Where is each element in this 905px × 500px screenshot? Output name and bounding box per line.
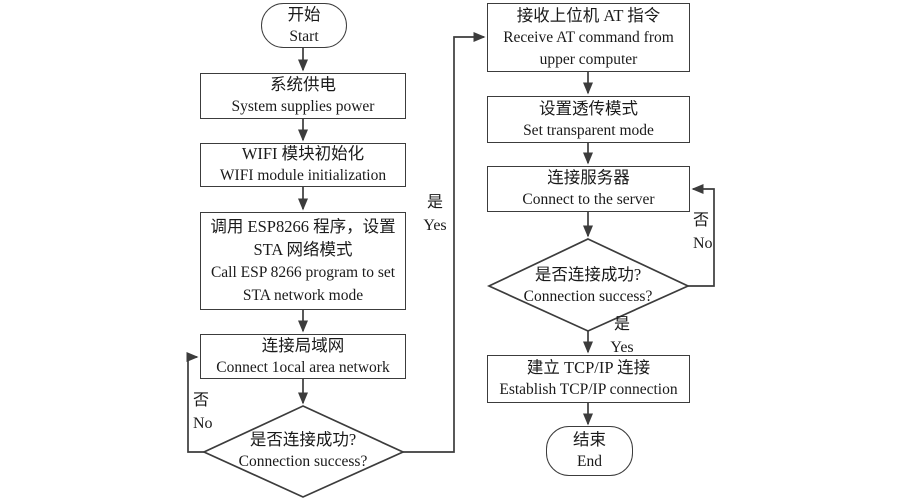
server-no-en: No bbox=[693, 235, 713, 252]
connect-lan-label-en: Connect 1ocal area network bbox=[216, 358, 390, 376]
esp-program-label-zh1: 调用 ESP8266 程序，设置 bbox=[210, 217, 396, 236]
esp-program-label-en1: Call ESP 8266 program to set bbox=[210, 264, 396, 281]
decision-lan-success-text: 是否连接成功? Connection success? bbox=[210, 427, 396, 475]
receive-at-label-en1: Receive AT command from bbox=[503, 28, 674, 46]
label-lan-no: 否 No bbox=[193, 389, 213, 435]
start-terminal: 开始 Start bbox=[261, 3, 347, 48]
lan-no-zh: 否 bbox=[193, 392, 210, 409]
end-label-zh: 结束 bbox=[573, 430, 606, 449]
server-success-label-zh: 是否连接成功? bbox=[534, 265, 642, 284]
esp-program-label-en2: STA network mode bbox=[242, 287, 364, 304]
receive-at-label-en2: upper computer bbox=[539, 50, 638, 68]
start-label-zh: 开始 bbox=[287, 4, 321, 24]
decision-server-success-shape bbox=[486, 238, 691, 332]
label-server-yes: 是 Yes bbox=[600, 313, 644, 359]
process-tcpip: 建立 TCP/IP 连接 Establish TCP/IP connection bbox=[487, 355, 690, 403]
start-label-en: Start bbox=[289, 27, 319, 45]
tcpip-label-en: Establish TCP/IP connection bbox=[499, 381, 678, 398]
lan-success-label-zh: 是否连接成功? bbox=[249, 430, 357, 449]
lan-yes-zh: 是 bbox=[426, 194, 443, 211]
lan-yes-en: Yes bbox=[423, 217, 447, 234]
process-transparent-mode: 设置透传模式 Set transparent mode bbox=[487, 96, 690, 143]
edge-lan-yes bbox=[403, 32, 486, 453]
process-connect-server: 连接服务器 Connect to the server bbox=[487, 166, 690, 212]
edge-server-no-loop bbox=[688, 184, 715, 287]
label-server-no: 否 No bbox=[693, 209, 713, 255]
edge-lan-no-loop bbox=[186, 352, 204, 453]
lan-success-label-en: Connection success? bbox=[238, 453, 368, 470]
esp-program-label-zh2: STA 网络模式 bbox=[253, 240, 353, 259]
label-lan-yes: 是 Yes bbox=[413, 191, 457, 237]
wifi-init-label-en: WIFI module initialization bbox=[219, 167, 387, 184]
tcpip-label-zh: 建立 TCP/IP 连接 bbox=[526, 358, 651, 377]
server-yes-zh: 是 bbox=[613, 316, 630, 333]
end-label-en: End bbox=[577, 453, 602, 470]
connect-server-label-en: Connect to the server bbox=[522, 191, 655, 208]
wifi-init-label-zh: WIFI 模块初始化 bbox=[241, 144, 365, 163]
server-success-label-en: Connection success? bbox=[523, 288, 653, 305]
process-receive-at: 接收上位机 AT 指令 Receive AT command from uppe… bbox=[487, 3, 690, 72]
transparent-mode-label-zh: 设置透传模式 bbox=[539, 98, 638, 118]
receive-at-label-zh: 接收上位机 AT 指令 bbox=[516, 5, 661, 25]
process-wifi-init: WIFI 模块初始化 WIFI module initialization bbox=[200, 143, 406, 187]
end-terminal: 结束 End bbox=[546, 426, 633, 476]
lan-no-en: No bbox=[193, 415, 213, 432]
process-system-power: 系统供电 System supplies power bbox=[200, 73, 406, 119]
server-no-zh: 否 bbox=[693, 212, 710, 229]
server-yes-en: Yes bbox=[610, 339, 634, 356]
system-power-label-zh: 系统供电 bbox=[270, 75, 336, 94]
decision-server-success-text: 是否连接成功? Connection success? bbox=[495, 262, 681, 310]
decision-lan-success-shape bbox=[201, 405, 406, 498]
process-esp-program: 调用 ESP8266 程序，设置 STA 网络模式 Call ESP 8266 … bbox=[200, 212, 406, 310]
transparent-mode-label-en: Set transparent mode bbox=[523, 121, 654, 139]
system-power-label-en: System supplies power bbox=[231, 98, 375, 115]
process-connect-lan: 连接局域网 Connect 1ocal area network bbox=[200, 334, 406, 379]
connect-lan-label-zh: 连接局域网 bbox=[261, 335, 345, 355]
connect-server-label-zh: 连接服务器 bbox=[547, 168, 630, 187]
